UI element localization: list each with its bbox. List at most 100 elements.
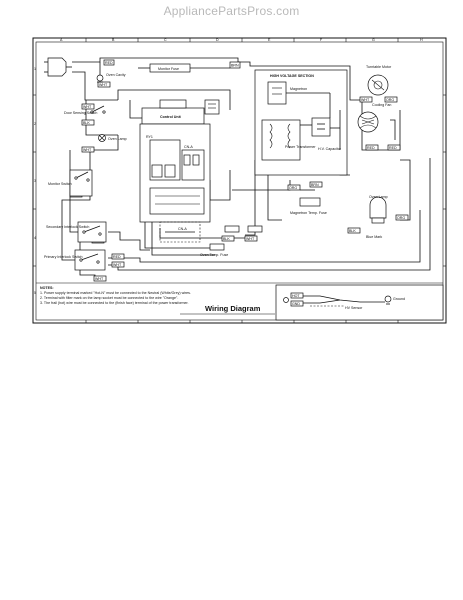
cn-a-label: CN-A [184,145,193,149]
wire-label-brn-2: BRN [311,183,319,187]
wire-label-wht-5: WHT [361,98,370,102]
wire-tag [81,146,95,153]
wire-tag [97,81,111,88]
wire-tag [244,235,258,242]
note-3: 3. The frail (hot) wire must be connecte… [40,301,189,305]
wire-tag [81,103,95,110]
noise-filter-label: CN-A [178,227,187,231]
wire-label-brn: BRN [231,64,239,68]
wire-label-wht-9: WHT [113,263,122,267]
monitor-switch-label: Monitor Switch [48,182,72,186]
diagram-title: Wiring Diagram [205,304,261,313]
wire-tag [387,144,401,151]
note-1: 1. Power supply terminal marked "Hot-N" … [40,291,191,295]
monitor-switch [69,169,93,197]
magnetron-label: Magnetron [290,87,307,91]
magnetron-temp-fuse [299,197,321,207]
border-letter-d: D [216,38,219,42]
control-unit-label: Control Unit [160,115,182,119]
wire-label-blk: BLK [83,121,90,125]
inset-gnd-label: GND [292,302,300,306]
wire-tag [395,214,409,221]
secondary-interlock-label: Secondary Interlock Switch [46,225,89,229]
blue-mark-label: Blue Mark [366,235,382,239]
oven-lamp-icon [369,196,387,224]
hv-capacitor [311,117,331,137]
border-number-1: 1 [34,67,36,71]
oven-temp-fuse [209,243,225,251]
primary-interlock-label: Primary Interlock Switch [44,255,83,259]
border-letter-e: E [268,38,271,42]
wire-tag [93,275,107,282]
cooling-fan-icon [357,111,379,133]
wire-tag [287,184,301,191]
border-number-5: 5 [34,291,36,295]
border-number-2: 2 [34,122,36,126]
wire-tag [81,119,95,126]
border-letter-a: A [60,38,63,42]
door-sensing-label: Door Sensing Switch [64,111,97,115]
wire-tag [359,96,373,103]
primary-interlock-switch [74,249,106,271]
ground-icon [96,74,104,83]
noise-filter [159,221,201,243]
wire-label-wht-8: WHT [95,277,104,281]
door-sensing-switch [90,105,106,114]
magnetron [267,81,287,105]
inset-sensor-label: HV Sensor [345,306,363,310]
border-letter-h: H [420,38,423,42]
wire-label-blk-3: BLK [223,237,230,241]
relay-label: RY1 [146,135,153,139]
border-number-3: 3 [34,179,36,183]
wire-label-red-3: RED [389,146,397,150]
inset-detail [275,284,444,321]
power-plug-icon [44,57,72,77]
hv-section-label: HIGH VOLTAGE SECTION [270,74,314,78]
wire-label-wht-7: WHT [246,237,255,241]
wire-label-org-2: ORG [397,216,405,220]
wire-tag [111,253,125,260]
oven-lamp-small-icon [98,134,106,142]
wire-label-red-4: RED [367,146,375,150]
note-2: 2. Terminal with filter mark on the lamp… [40,296,178,300]
site-watermark: AppliancePartsPros.com [163,4,300,18]
monitor-fuse-label: Monitor Fuse [158,67,179,71]
wire-tag [347,227,361,234]
main-wiring [61,57,431,280]
wire-label-wht-3: WHT [83,148,92,152]
control-unit [139,99,211,223]
border-letter-c: C [164,38,167,42]
oven-cavity-label: Oven Cavity [106,73,126,77]
wire-label-red: RED [105,61,113,65]
wire-tag [309,181,323,188]
wire-tag [103,59,115,66]
border-letter-g: G [372,38,375,42]
high-voltage-section [254,69,348,176]
secondary-interlock-switch [77,221,107,243]
turntable-motor-label: Turntable Motor [366,65,392,69]
power-transformer-label: Power Transformer [285,145,316,149]
wire-label-blk-2: BLK [349,229,356,233]
border-number-4: 4 [34,236,36,240]
wire-tag [111,261,125,268]
connector-brn [229,61,241,69]
wire-tag [384,96,398,103]
border-ticks [33,38,446,323]
inset-ground-label: Ground [393,297,405,301]
wire-label-red-5: RED [113,255,121,259]
wire-label-org-3: ORG [289,186,297,190]
oven-lamp-small-label: Oven Lamp [108,137,127,141]
border-letter-f: F [320,38,323,42]
small-connector-2 [247,225,263,233]
oven-lamp-label: Oven Lamp [369,195,388,199]
inset-hot-label: HOT [292,294,300,298]
wire-label-wht: WHT [99,83,108,87]
magnetron-temp-fuse-label: Magnetron Temp. Fuse [290,211,327,215]
wire-label-wht-2: WHT [83,105,92,109]
wire-tag [221,235,235,242]
wire-tag [365,144,379,151]
border-letter-b: B [112,38,115,42]
temp-fuse [204,99,220,115]
turntable-motor-icon [367,74,389,96]
